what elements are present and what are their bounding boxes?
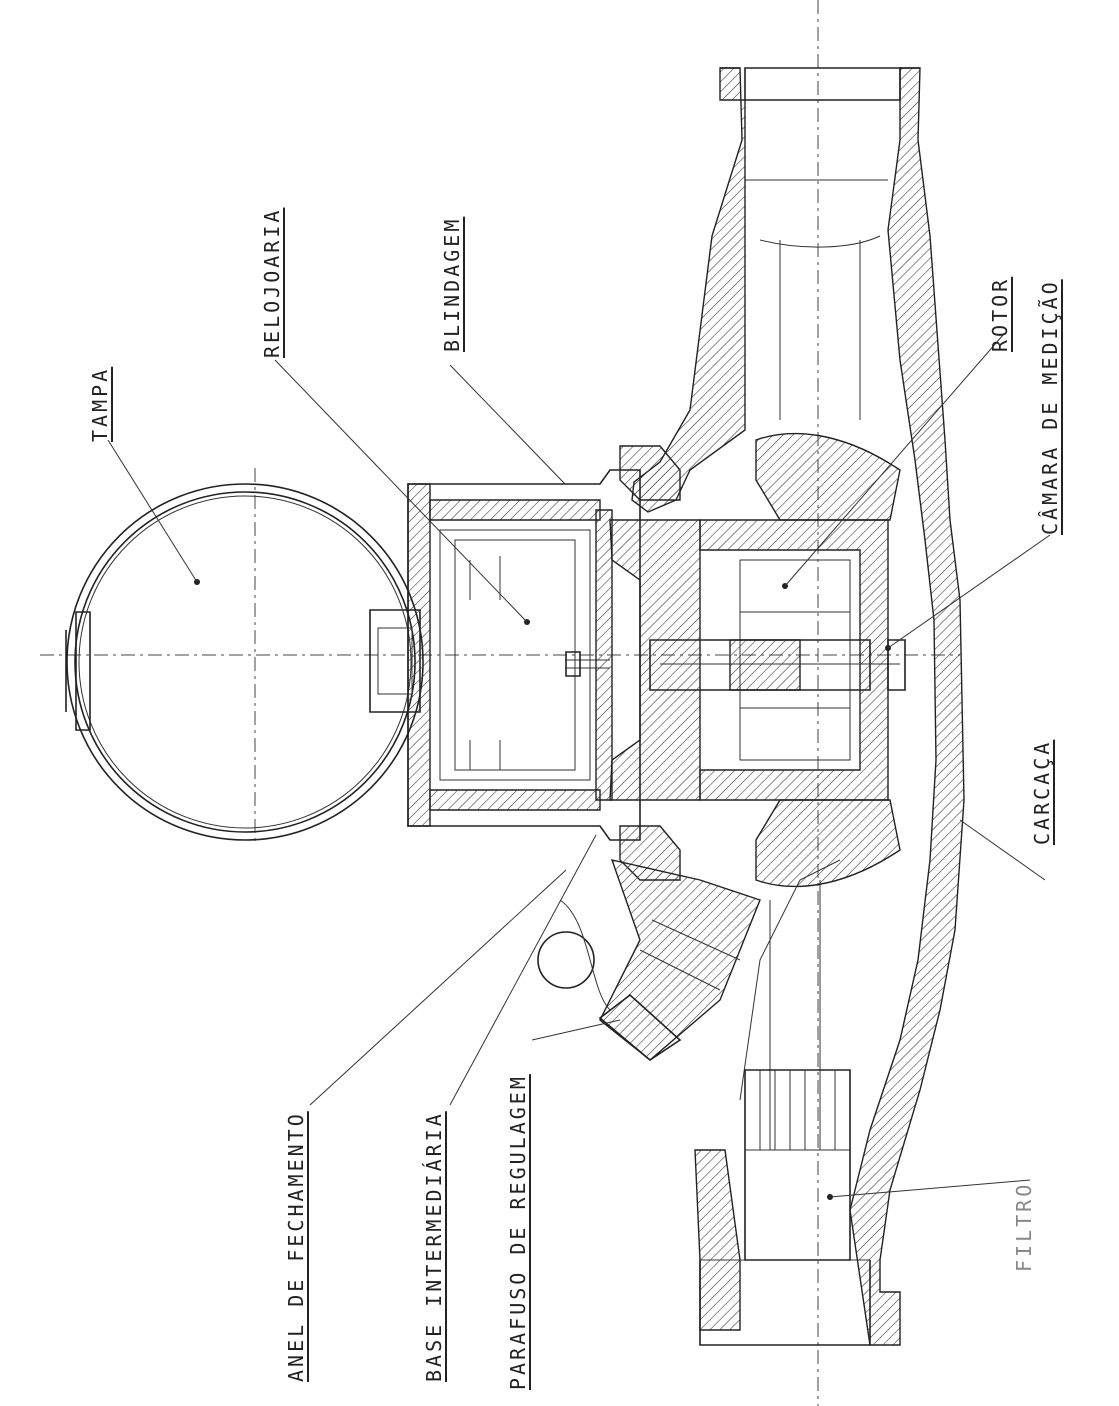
label-anel: ANEL DE FECHAMENTO: [284, 1111, 308, 1382]
meter-head: [407, 469, 641, 841]
leader-lines: [107, 334, 1051, 1198]
base-and-chamber: [524, 432, 906, 888]
label-blindagem: BLINDAGEM: [440, 216, 464, 352]
label-filtro: FILTRO: [1012, 1181, 1036, 1272]
label-parafuso: PARAFUSO DE REGULAGEM: [506, 1074, 530, 1390]
label-rotor: ROTOR: [988, 276, 1012, 352]
label-carcaca: CARCAÇA: [1030, 739, 1054, 845]
label-tampa: TAMPA: [88, 366, 112, 442]
lid-tampa: [65, 483, 424, 841]
filter-filtro: [744, 1069, 851, 1261]
adjustment-screw: [537, 859, 761, 1061]
label-relojoaria: RELOJOARIA: [260, 207, 284, 358]
centerlines: [40, 0, 960, 1406]
body-carcaca: [631, 67, 965, 1346]
label-camara: CÂMARA DE MEDIÇÃO: [1038, 279, 1062, 535]
label-base: BASE INTERMEDIÁRIA: [422, 1111, 446, 1382]
